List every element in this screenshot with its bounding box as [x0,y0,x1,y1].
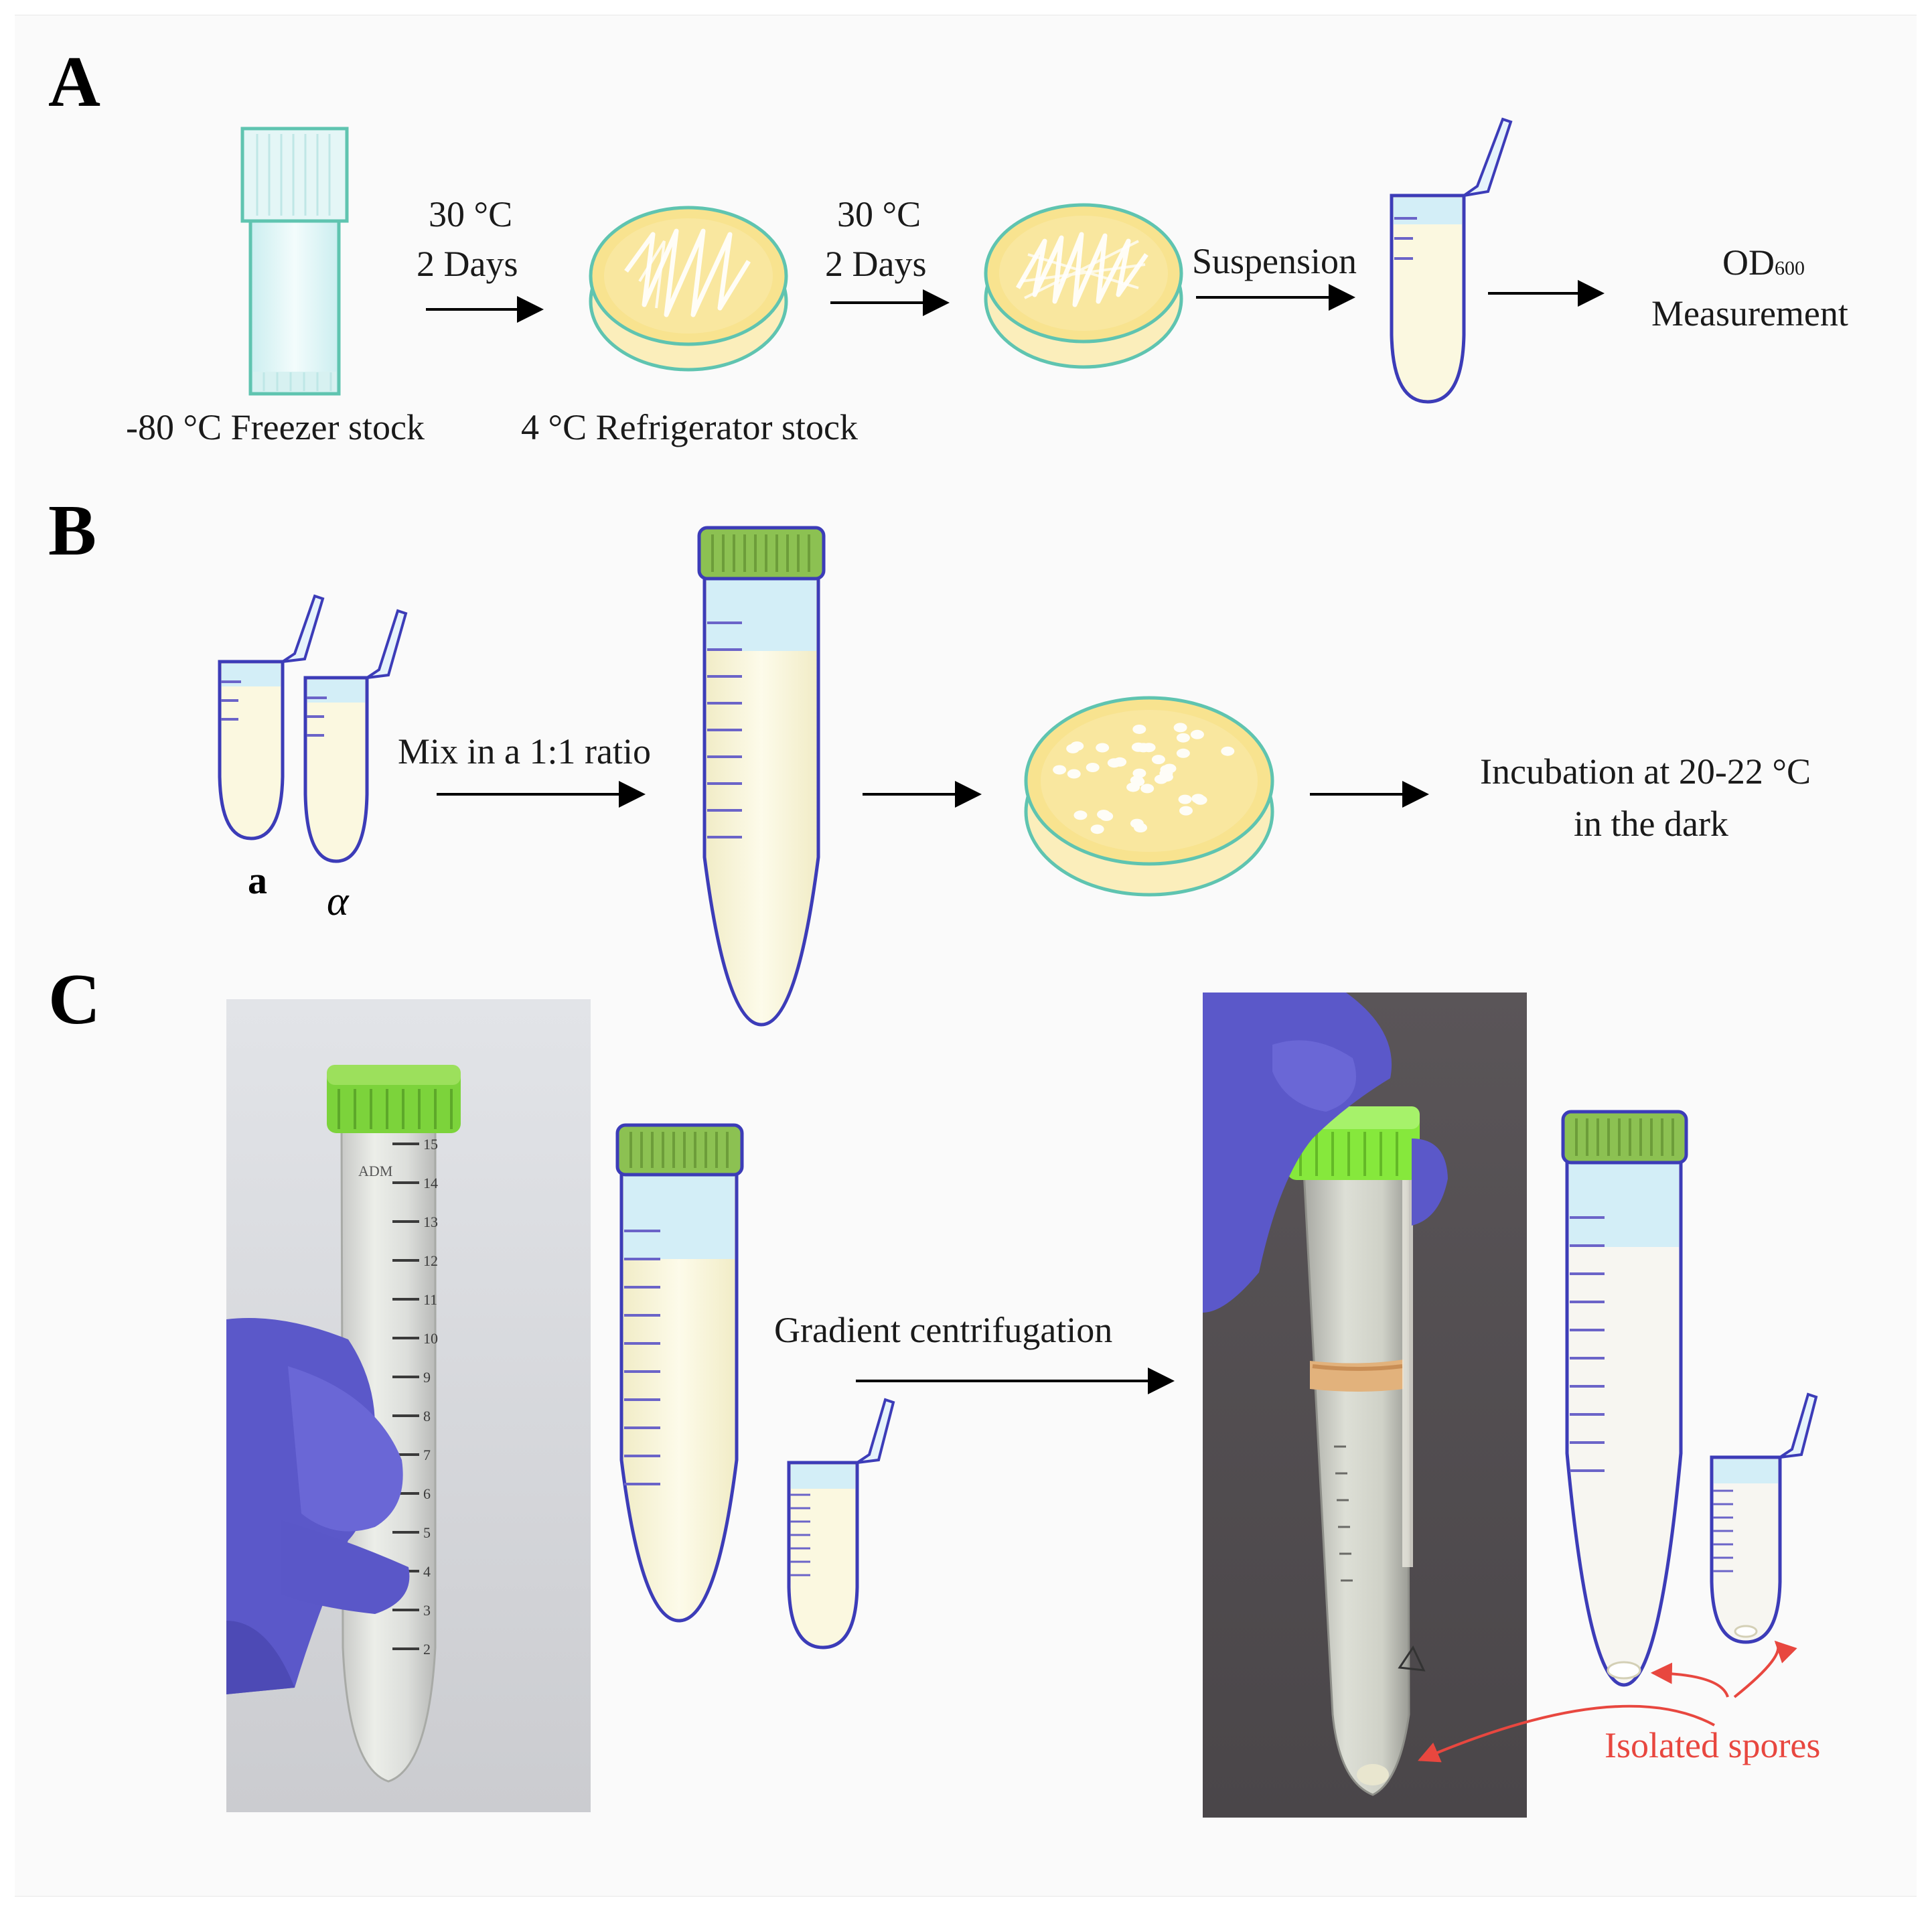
colony-dot [1176,748,1190,758]
conical-tube-icon [697,526,826,1027]
tube-brand-label: ADM [358,1163,392,1179]
fridge-label: 4 °C Refrigerator stock [521,407,858,447]
step1-time: 2 Days [417,244,518,284]
colony-dot [1096,743,1110,753]
colony-dot [1107,758,1121,768]
colony-dot [1221,746,1235,756]
incubation-line2: in the dark [1574,804,1728,844]
microtube-a-icon [218,594,325,840]
spores-label: Isolated spores [1605,1725,1820,1765]
colony-dot [1067,769,1081,779]
graduation-number: 14 [423,1175,438,1191]
freezer-vial-icon [240,127,349,396]
colony-dot [1178,794,1192,804]
measurement-label: Measurement [1651,293,1848,334]
colony-dot [1136,743,1150,753]
spores-annotation [1418,1640,1797,1763]
graduation-number: 7 [423,1447,431,1463]
petri-dish-streak-icon [589,206,788,372]
mix-label: Mix in a 1:1 ratio [398,731,651,772]
graduation-number: 2 [423,1641,431,1658]
colony-dot [1070,741,1084,751]
petri-dish-colonies-icon [1024,696,1274,897]
panel-a-letter: A [48,42,100,122]
graduation-number: 11 [423,1291,437,1308]
graduation-number: 8 [423,1408,431,1424]
microtube-icon [1390,117,1513,404]
photo-tube-after [1203,993,1527,1818]
panel-c-letter: C [48,960,100,1039]
strain-a-label: a [248,859,267,902]
conical-tube-c2-icon [1561,1110,1688,1687]
colony-dot [1134,822,1148,832]
suspension-label: Suspension [1192,241,1357,281]
photo-tube-before: 15 14 13 12 11 10 9 8 7 6 5 4 3 2 ADM [226,999,591,1812]
graduation-number: 9 [423,1369,431,1386]
colony-dot [1176,733,1190,743]
colony-dot [1159,772,1173,782]
incubation-line1: Incubation at 20-22 °C [1480,751,1811,792]
colony-dot [1179,806,1193,816]
graduation-number: 4 [423,1563,431,1580]
freezer-label: -80 °C Freezer stock [126,407,425,447]
colony-dot [1173,723,1187,733]
microtube-alpha-icon [303,609,408,863]
graduation-number: 6 [423,1485,431,1502]
colony-dot [1130,776,1144,786]
od-label: OD600 [1722,242,1805,283]
graduation-number: 13 [423,1214,438,1230]
colony-dot [1090,824,1104,834]
graduation-number: 12 [423,1252,438,1269]
colony-dot [1190,729,1204,739]
colony-dot [1053,765,1067,775]
panel-b-letter: B [48,491,96,571]
conical-tube-c1-icon [615,1123,744,1623]
microtube-c2-icon [1710,1392,1818,1644]
step1-temp: 30 °C [429,194,512,234]
graduation-number: 5 [423,1524,431,1541]
colony-dot [1191,794,1205,804]
graduation-number: 10 [423,1330,438,1347]
graduation-number: 15 [423,1136,438,1153]
colony-dot [1086,762,1100,772]
colony-dot [1140,784,1155,794]
step2-time: 2 Days [825,244,926,284]
colony-dot [1073,810,1088,820]
colony-dot [1132,724,1146,734]
colony-dot [1097,810,1111,820]
petri-dish-dense-streak-icon [984,203,1183,369]
strain-alpha-label: α [327,879,350,924]
step2-temp: 30 °C [837,194,921,234]
colony-dot [1151,755,1165,765]
colony-dot [1132,768,1146,778]
microtube-c1-icon [787,1398,895,1649]
graduation-number: 3 [423,1602,431,1619]
gradient-label: Gradient centrifugation [774,1310,1112,1350]
